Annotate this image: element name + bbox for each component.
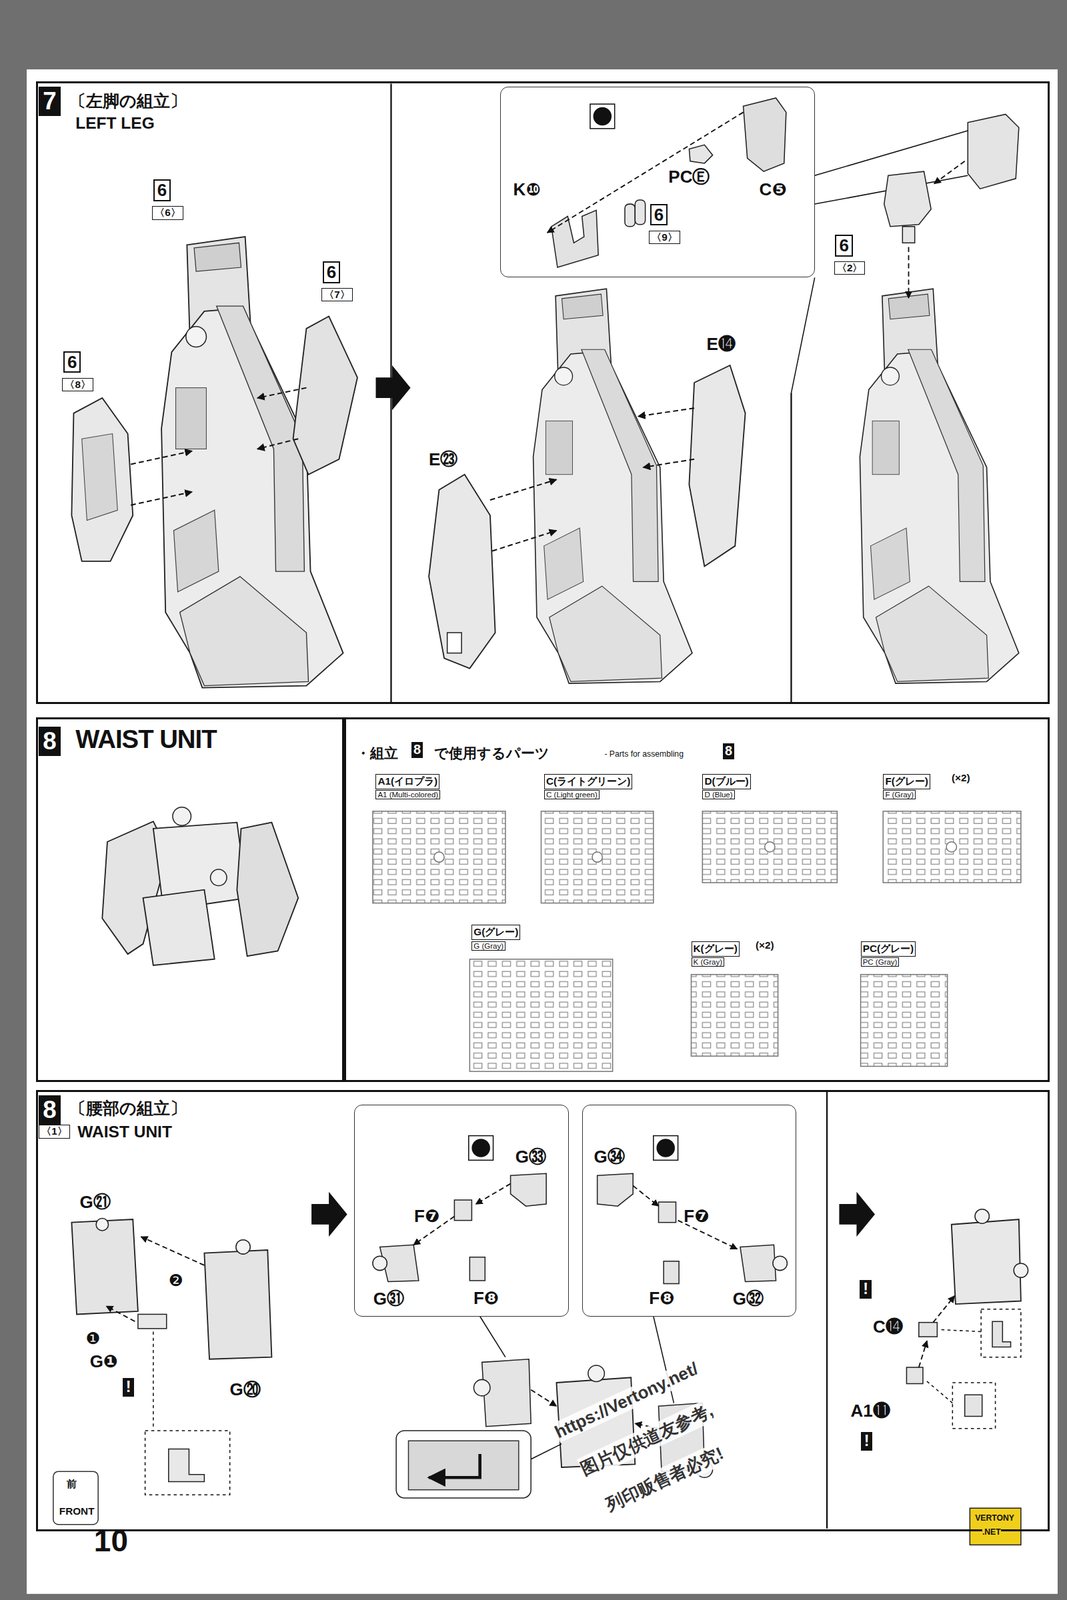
step-panel: 8 WAIST UNIT [36, 717, 345, 1083]
part-number: G㉜ [732, 1289, 764, 1310]
runner-name: K(グレー) [691, 941, 740, 957]
subassembly-number: 6 [834, 234, 853, 257]
subassembly-index: 〈9〉 [648, 230, 681, 245]
caution-mark: ! [859, 1280, 872, 1300]
subassembly-number: 6 [63, 351, 81, 374]
runner-quantity: (×2) [951, 772, 971, 785]
part-number: F❼ [414, 1206, 440, 1228]
subassembly-index: 〈1〉 [38, 1125, 71, 1139]
subassembly-index: 〈7〉 [321, 288, 353, 302]
runner-name-en: A1 (Multi-colored) [375, 790, 441, 800]
part-number: F❽ [648, 1288, 675, 1310]
order-number: ❷ [168, 1271, 184, 1291]
inset-box: G㉝ F❼ G㉛ F❽ [354, 1105, 569, 1318]
subassembly-index: 〈8〉 [62, 378, 94, 392]
runner-name: C(ライトグリーン) [544, 774, 633, 790]
runner-name: G(グレー) [471, 924, 521, 941]
part-number: G㉝ [515, 1147, 547, 1168]
step-heading: 〔腰部の組立〕 [69, 1097, 187, 1120]
step-heading: LEFT LEG [75, 114, 155, 133]
page-number: 10 [94, 1523, 129, 1560]
part-number: K❿ [513, 179, 541, 201]
subassembly-number: 6 [322, 261, 341, 284]
step-number: 8 [38, 726, 61, 757]
step-heading: WAIST UNIT [77, 1123, 173, 1142]
parts-heading-en: - Parts for assembling [604, 749, 684, 759]
step-number: 7 [38, 86, 61, 117]
runner-quantity: (×2) [755, 939, 775, 952]
order-number: ❶ [86, 1329, 101, 1349]
inset-box: K❿ PCⒺ6 〈9〉 C❺ [500, 86, 815, 278]
runner-name-en: F (Gray) [882, 790, 916, 800]
caution-mark: ! [122, 1378, 135, 1398]
step-panel: ・組立 8 で使用するパーツ - Parts for assembling 8 [344, 717, 1050, 1083]
part-number: C⓮ [872, 1317, 903, 1338]
parts-heading: ・組立 [356, 743, 399, 763]
runner-name: PC(グレー) [860, 941, 916, 957]
caution-mark: ! [860, 1432, 873, 1452]
parts-heading: で使用するパーツ [434, 743, 550, 763]
step-title: WAIST UNIT [75, 724, 217, 755]
runner-name-en: K (Gray) [691, 957, 725, 967]
part-number: E㉓ [428, 449, 458, 471]
part-number: PCⒺ [668, 165, 710, 189]
step-number: 8 [38, 1095, 61, 1126]
step-number: 8 [411, 742, 423, 759]
step-panel: 8 〔腰部の組立〕〈1〉 WAIST UNIT G㉝ F❼ G㉛ F❽ G㉞ F❼ G㉜ F❽ [36, 1090, 1050, 1532]
runner-name: A1(イロプラ) [375, 774, 440, 790]
runner-name: F(グレー) [882, 774, 931, 790]
step-number: 8 [722, 743, 735, 760]
step-heading: 〔左脚の組立〕 [69, 90, 187, 113]
runner-name-en: C (Light green) [544, 790, 600, 800]
part-number: G㉑ [79, 1192, 111, 1214]
part-number: G❶ [90, 1351, 119, 1373]
subassembly-index: 〈2〉 [834, 261, 866, 275]
part-number: F❼ [683, 1206, 709, 1228]
inset-box: G㉞ F❼ G㉜ F❽ [582, 1105, 797, 1318]
part-number: G㉛ [373, 1289, 405, 1310]
part-number: F❽ [473, 1288, 499, 1310]
part-number: G㉞ [594, 1147, 625, 1168]
runner-name-en: PC (Gray) [860, 957, 900, 967]
runner-name: D(ブルー) [702, 774, 751, 790]
part-number: G⑳ [229, 1378, 261, 1402]
part-number: A1⓫ [850, 1401, 890, 1422]
subassembly-number: 6 [153, 179, 171, 202]
front-indicator: 前 [66, 1477, 77, 1492]
subassembly-index: 〈6〉 [152, 206, 184, 220]
part-number: E⓮ [706, 334, 736, 355]
watermark-logo: .NET [982, 1528, 1001, 1538]
runner-name-en: G (Gray) [471, 941, 506, 951]
front-indicator: FRONT [59, 1505, 95, 1518]
step-panel: 7〔左脚の組立〕LEFT LEGK❿PCⒺ6〈9〉C❺ [36, 81, 1050, 705]
part-number: C❺ [759, 179, 787, 201]
subassembly-number: 6 [650, 204, 668, 227]
watermark-logo: VERTONY [974, 1514, 1015, 1524]
runner-name-en: D (Blue) [702, 790, 735, 800]
